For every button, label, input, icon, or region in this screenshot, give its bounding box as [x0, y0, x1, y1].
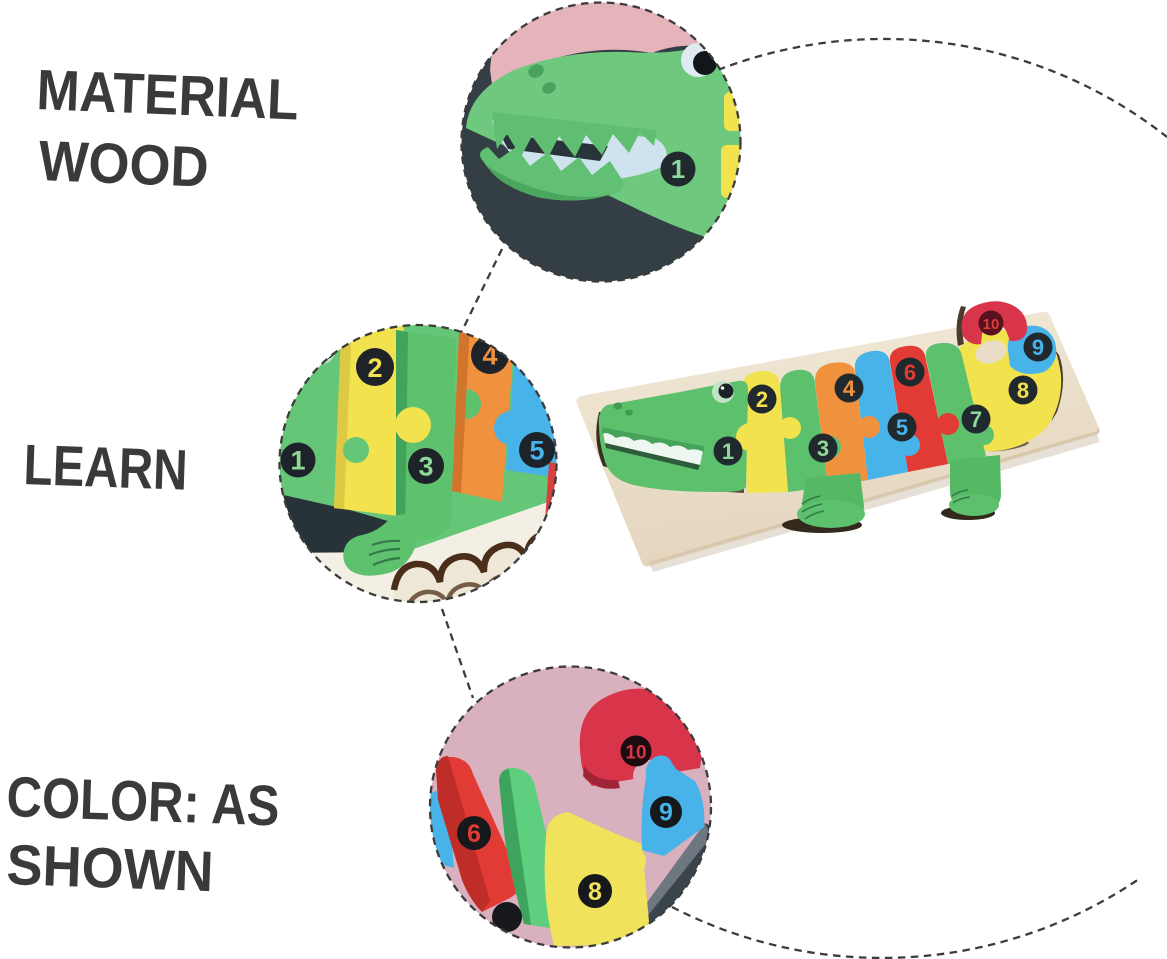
svg-text:MATERIAL: MATERIAL: [35, 58, 299, 132]
svg-text:LEARN: LEARN: [23, 433, 189, 503]
svg-text:8: 8: [588, 878, 602, 906]
svg-text:SHOWN: SHOWN: [6, 833, 215, 904]
svg-text:6: 6: [904, 360, 916, 385]
svg-text:9: 9: [1032, 335, 1044, 360]
svg-text:7: 7: [970, 407, 982, 432]
svg-text:2: 2: [367, 353, 382, 383]
svg-text:1: 1: [671, 154, 685, 184]
svg-text:1: 1: [722, 439, 734, 464]
svg-text:9: 9: [659, 799, 673, 827]
svg-text:5: 5: [529, 436, 544, 466]
svg-text:3: 3: [817, 436, 829, 461]
svg-text:8: 8: [1017, 378, 1029, 403]
svg-text:2: 2: [756, 387, 768, 412]
svg-text:1: 1: [290, 446, 305, 476]
svg-text:4: 4: [843, 376, 856, 401]
svg-text:10: 10: [625, 743, 646, 764]
svg-text:3: 3: [418, 452, 433, 482]
svg-text:WOOD: WOOD: [37, 129, 209, 200]
svg-text:5: 5: [896, 415, 908, 440]
svg-text:COLOR: AS: COLOR: AS: [6, 765, 281, 838]
svg-text:6: 6: [467, 820, 481, 848]
svg-text:10: 10: [983, 316, 1000, 333]
